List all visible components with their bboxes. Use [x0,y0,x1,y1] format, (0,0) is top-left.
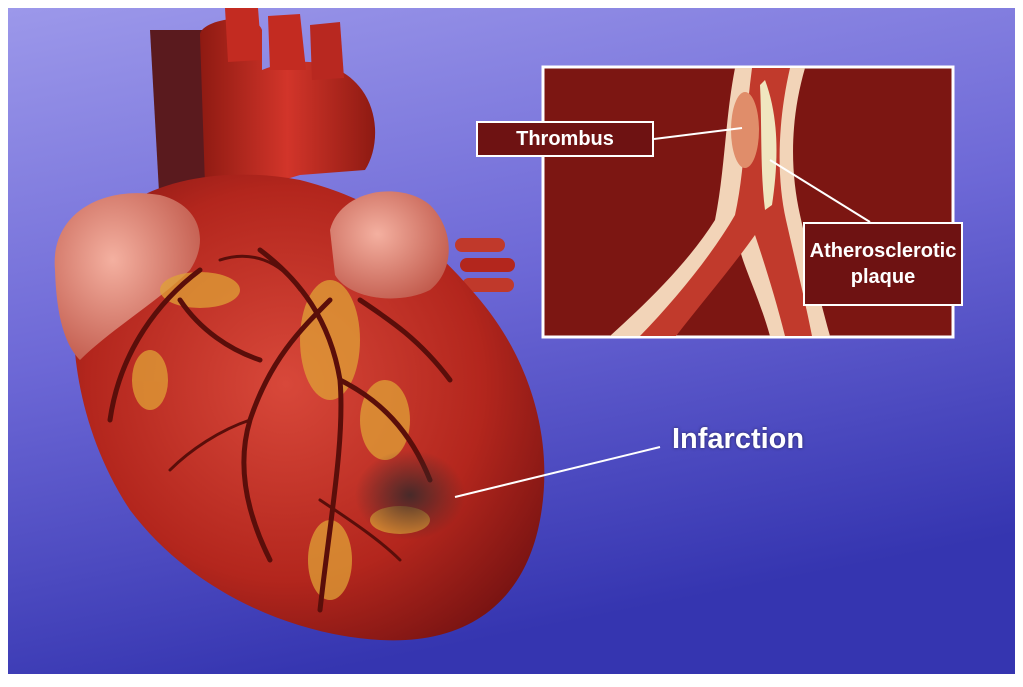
plaque-text-line2: plaque [805,264,961,290]
thrombus-label: Thrombus [476,121,654,157]
atherosclerotic-plaque-label: Atherosclerotic plaque [803,222,963,306]
right-atrium [330,191,449,298]
plaque-text-line1: Atherosclerotic [805,238,961,264]
infarction-region [355,450,465,540]
infarction-label: Infarction [672,423,804,456]
thrombus-text: Thrombus [516,128,614,150]
